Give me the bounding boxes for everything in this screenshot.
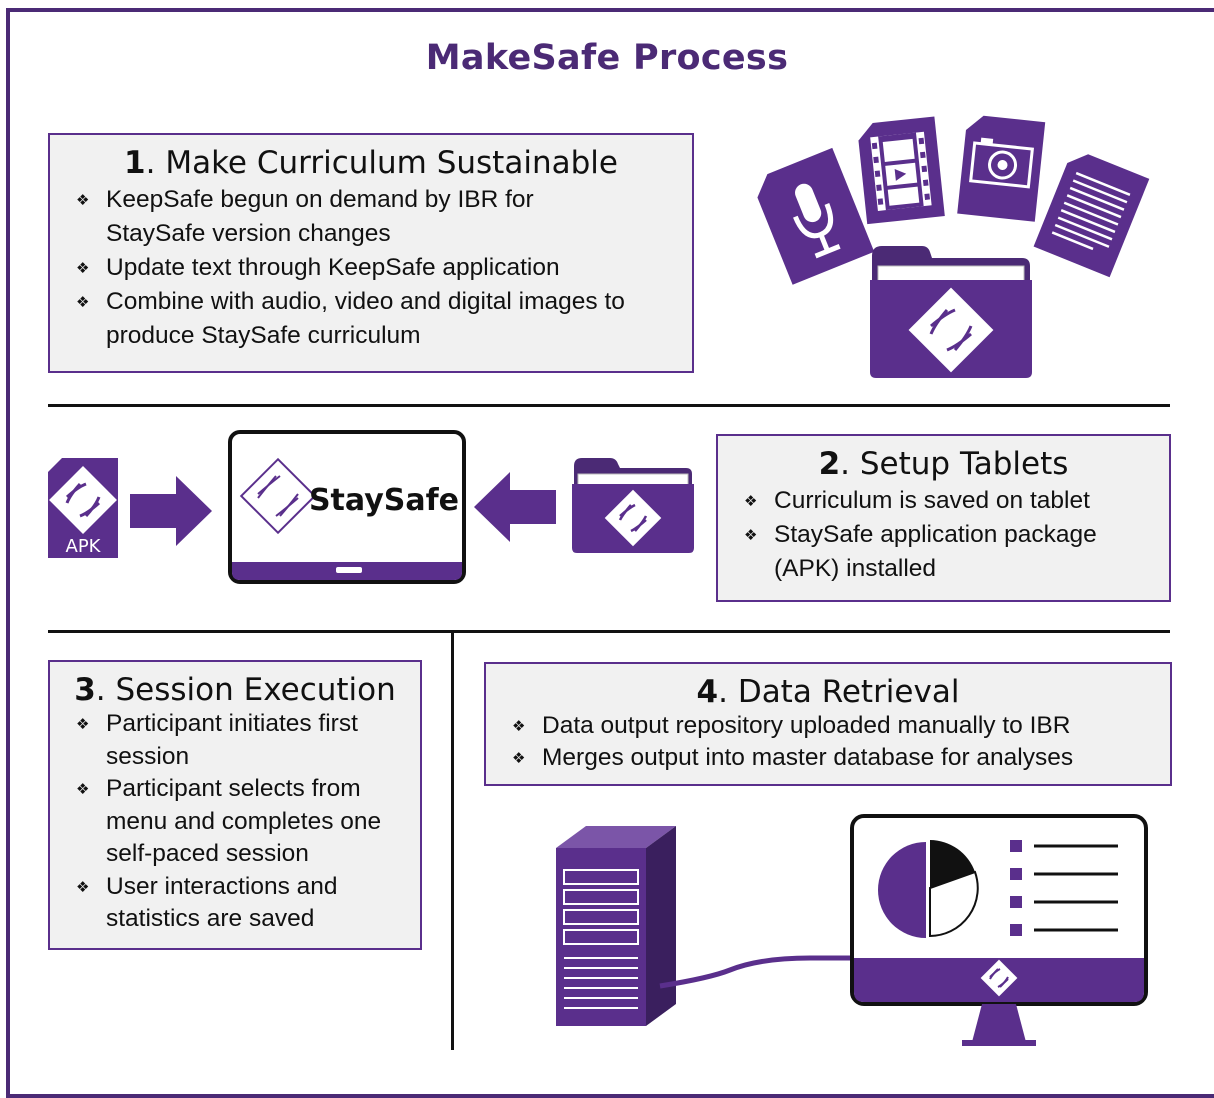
step-2-bullets: Curriculum is saved on tablet StaySafe a…: [718, 484, 1169, 586]
step-3-number: 3: [74, 672, 96, 708]
apk-file-icon: APK: [48, 458, 118, 558]
apk-label: APK: [66, 536, 102, 557]
media-files-group: [757, 115, 1150, 378]
step-1-title: . Make Curriculum Sustainable: [145, 145, 618, 181]
step-4-box: 4. Data Retrieval Data output repository…: [484, 662, 1172, 786]
step-2-number: 2: [818, 446, 841, 482]
arrow-left-icon: [474, 472, 556, 542]
step-2-bullet-1: Curriculum is saved on tablet: [718, 484, 1169, 518]
arrow-right-icon: [130, 476, 212, 546]
step-1-heading: 1. Make Curriculum Sustainable: [50, 145, 692, 181]
tablet-icon: StaySafe: [228, 430, 466, 584]
step-2-heading: 2. Setup Tablets: [718, 446, 1169, 482]
microphone-file-icon: [757, 147, 875, 285]
pie-chart-icon: [878, 840, 979, 938]
step-3-title: . Session Execution: [95, 672, 396, 708]
tablet-app-label: StaySafe: [309, 483, 459, 518]
step-3-bullet-2: Participant selects from menu and comple…: [50, 773, 420, 871]
step-3-heading: 3. Session Execution: [50, 672, 420, 708]
monitor-icon: [850, 814, 1148, 1046]
step-4-bullet-1: Data output repository uploaded manually…: [486, 710, 1170, 742]
step-3-box: 3. Session Execution Participant initiat…: [48, 660, 422, 950]
folder-icon: [870, 246, 1032, 378]
list-lines-icon: [1010, 840, 1118, 936]
server-icon: [556, 826, 676, 1026]
cable-line: [659, 955, 852, 989]
step-1-number: 1: [124, 145, 146, 181]
step-4-heading: 4. Data Retrieval: [486, 674, 1170, 710]
step-4-bullet-2: Merges output into master database for a…: [486, 742, 1170, 774]
step-1-bullet-1: KeepSafe begun on demand by IBR for Stay…: [50, 183, 692, 251]
step-1-bullets: KeepSafe begun on demand by IBR for Stay…: [50, 183, 692, 353]
step-4-bullets: Data output repository uploaded manually…: [486, 710, 1170, 774]
step-3-bullets: Participant initiates first session Part…: [50, 708, 420, 936]
step-2-title: . Setup Tablets: [840, 446, 1069, 482]
step-1-box: 1. Make Curriculum Sustainable KeepSafe …: [48, 133, 694, 373]
step-2-bullet-2: StaySafe application package (APK) insta…: [718, 518, 1169, 586]
divider-vertical: [451, 632, 454, 1050]
step-3-bullet-3: User interactions and statistics are sav…: [50, 871, 420, 936]
camera-file-icon: [957, 115, 1046, 222]
step-1-bullet-2: Update text through KeepSafe application: [50, 251, 692, 285]
step-3-bullet-1: Participant initiates first session: [50, 708, 420, 773]
step-2-box: 2. Setup Tablets Curriculum is saved on …: [716, 434, 1171, 602]
document-file-icon: [1033, 154, 1150, 278]
diagram-title: MakeSafe Process: [425, 38, 789, 78]
step-1-bullet-3: Combine with audio, video and digital im…: [50, 285, 692, 353]
divider-2: [48, 630, 1170, 633]
video-file-icon: [858, 116, 945, 225]
data-retrieval-graphic: [556, 814, 1148, 1046]
folder-small-icon: [572, 458, 694, 553]
step-4-number: 4: [696, 674, 719, 710]
divider-1: [48, 404, 1170, 407]
step-4-title: . Data Retrieval: [718, 674, 960, 710]
